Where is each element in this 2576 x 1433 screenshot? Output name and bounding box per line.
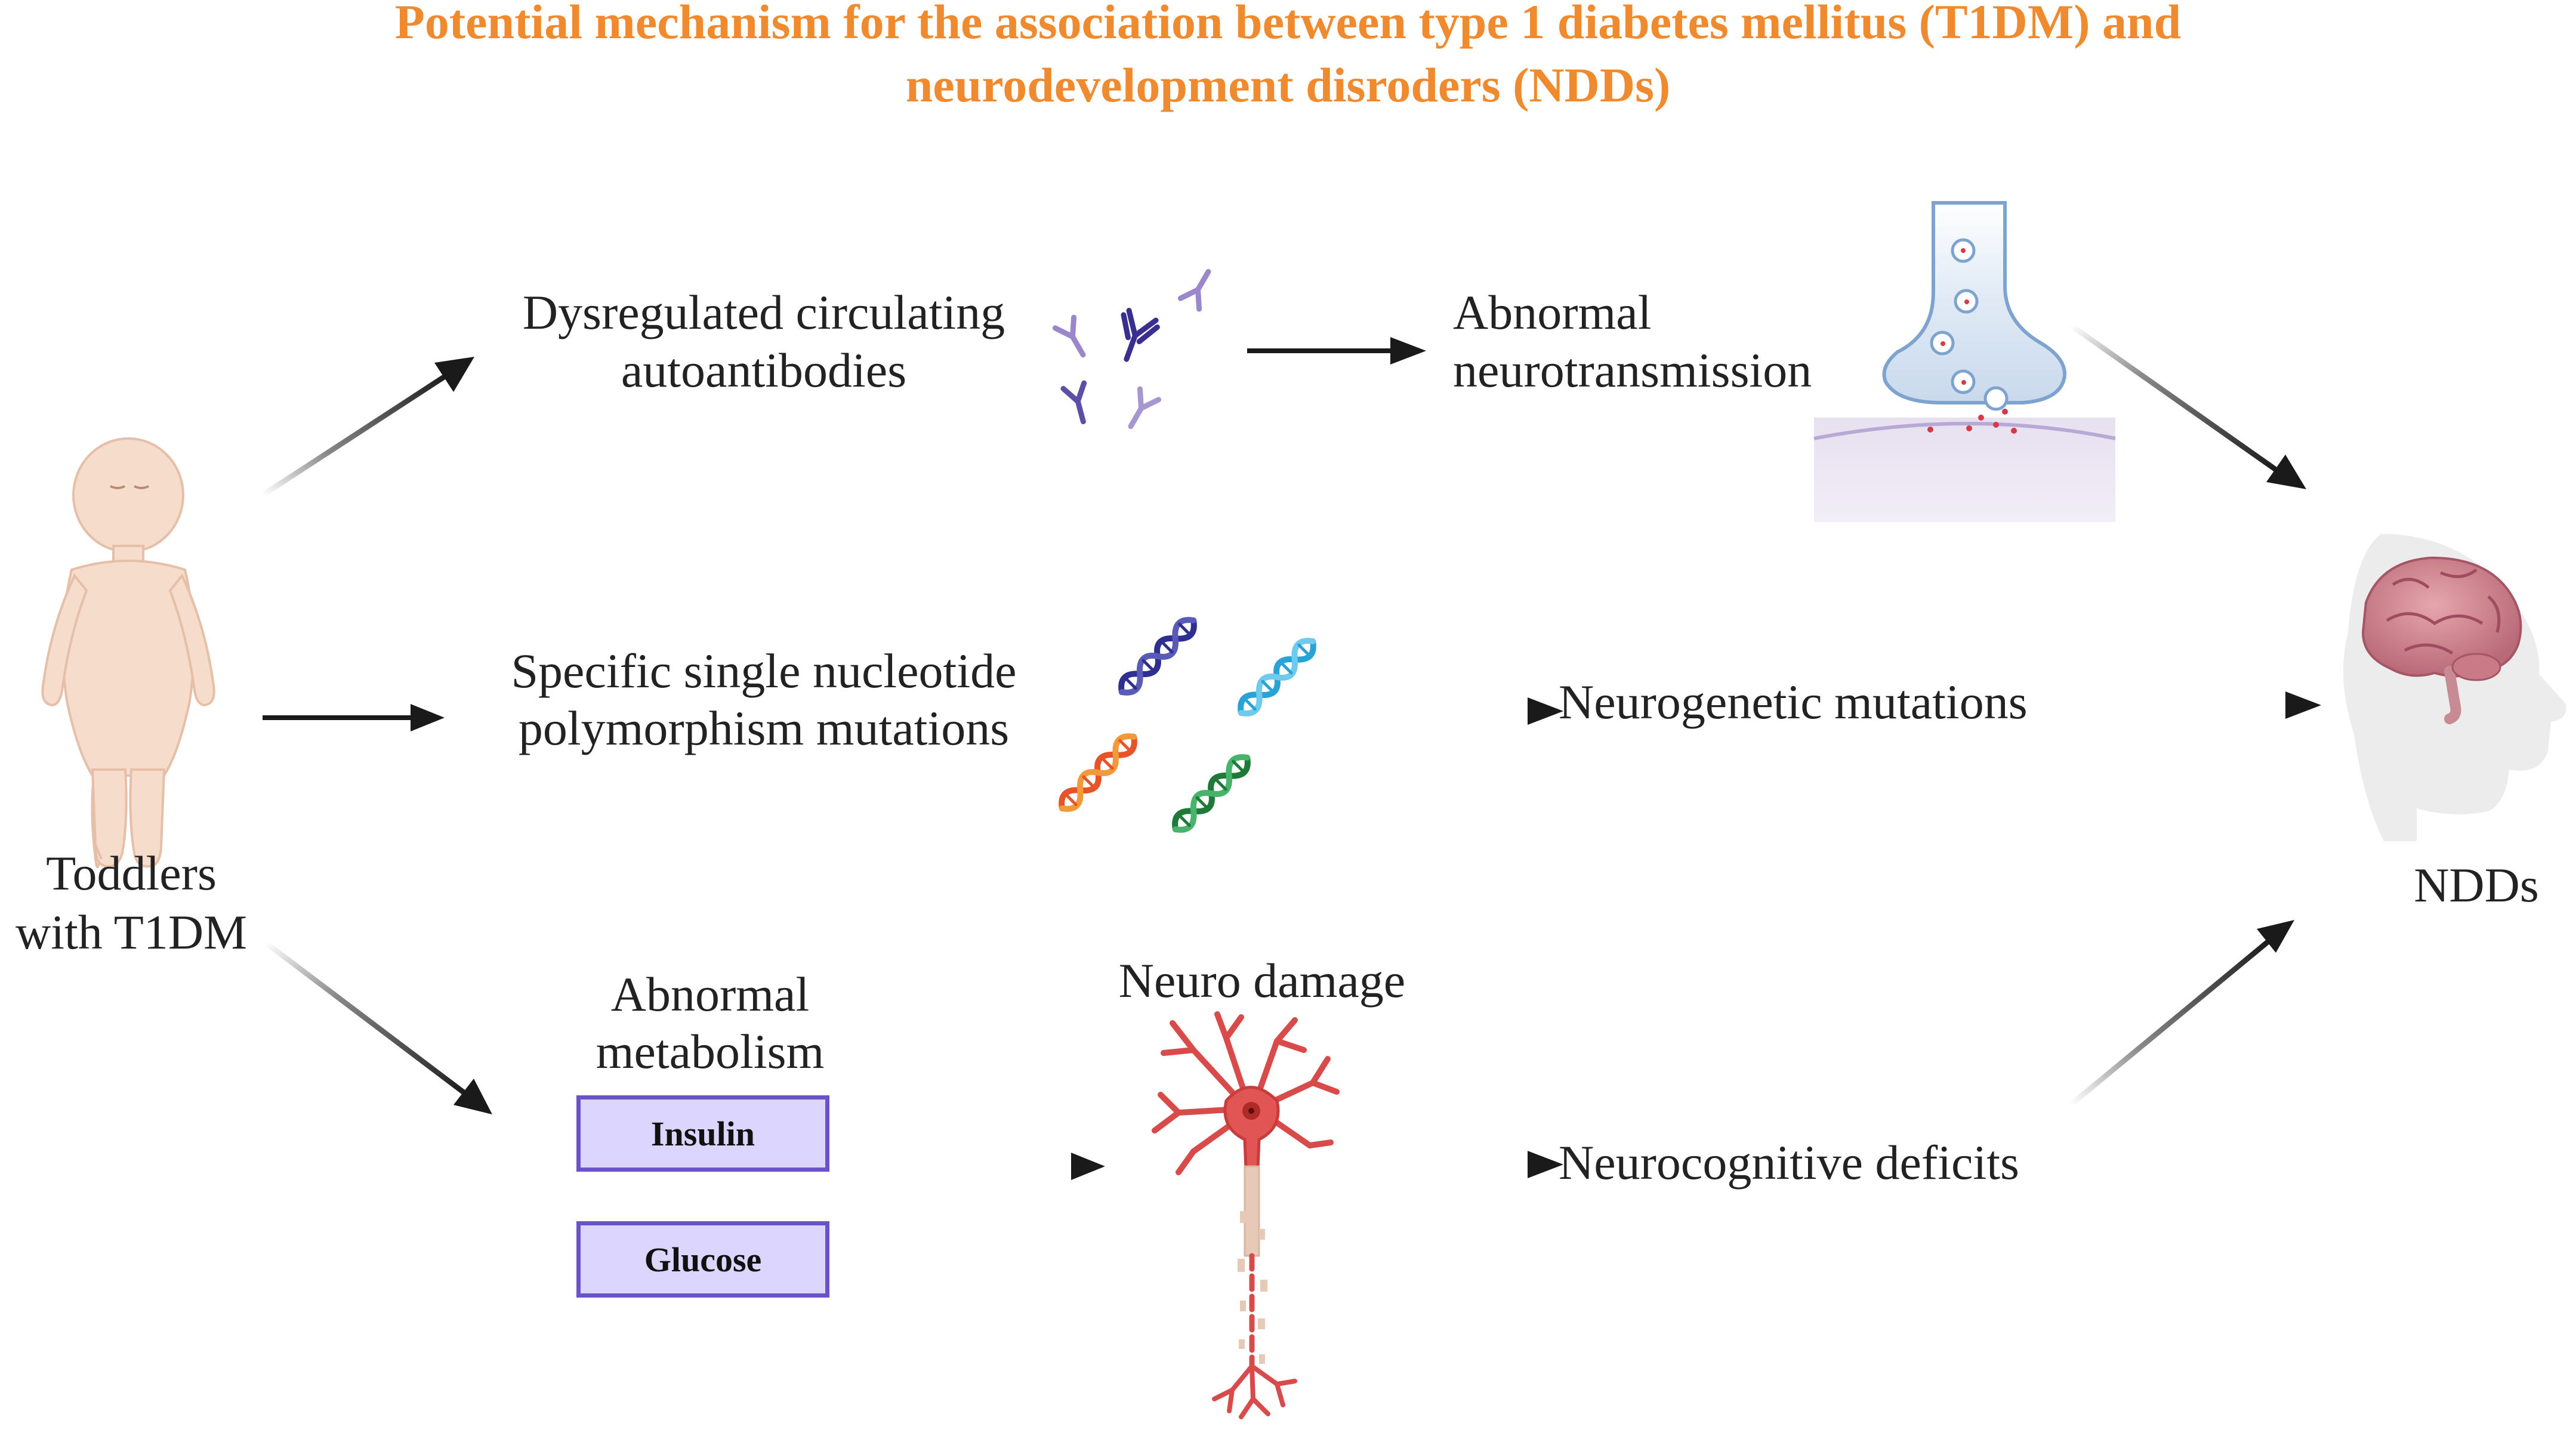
diagram-title-line-2: neurodevelopment disroders (NDDs) xyxy=(905,58,1671,112)
arrow-metabolism-to-neuro-damage xyxy=(922,1153,1105,1180)
neuron-icon xyxy=(1152,1011,1340,1419)
neurogenetic-label: Neurogenetic mutations xyxy=(1559,675,2028,729)
neurocognitive-label: Neurocognitive deficits xyxy=(1559,1135,2019,1190)
autoantibodies-label-line-1: Dysregulated circulating xyxy=(522,285,1005,339)
neurotransmission-label-line-2: neurotransmission xyxy=(1453,343,1812,397)
diagram-title-line-1: Potential mechanism for the association … xyxy=(394,0,2182,49)
metabolism-label-line-1: Abnormal xyxy=(610,967,810,1021)
dna-helix-icon xyxy=(1059,617,1316,833)
neurotransmission-label-line-1: Abnormal xyxy=(1453,285,1652,339)
arrow-neurotransmission-to-ndds xyxy=(2069,323,2306,489)
arrow-dna-to-neurogenetic xyxy=(1366,697,1563,725)
metabolism-label-line-2: metabolism xyxy=(596,1024,825,1079)
autoantibodies-label-line-2: autoantibodies xyxy=(621,343,907,397)
arrow-neuron-to-neurocognitive xyxy=(1366,1151,1563,1178)
arrow-toddler-to-metabolism xyxy=(264,940,492,1114)
glucose-box: Glucose xyxy=(576,1221,829,1298)
toddler-figure-icon xyxy=(41,437,215,869)
arrow-toddler-to-autoantibodies xyxy=(261,357,474,498)
antibody-icon xyxy=(1052,268,1211,430)
source-label-line-1: Toddlers xyxy=(46,846,217,900)
arrow-neurocognitive-to-ndds xyxy=(2069,920,2294,1107)
source-label-line-2: with T1DM xyxy=(15,905,248,959)
neuro-damage-label: Neuro damage xyxy=(1118,953,1406,1008)
insulin-box: Insulin xyxy=(576,1095,829,1172)
head-brain-icon xyxy=(2343,534,2566,841)
arrow-toddler-to-snp xyxy=(263,704,445,731)
snp-label-line-1: Specific single nucleotide xyxy=(511,644,1017,698)
arrow-autoantibodies-to-neurotransmission xyxy=(1247,337,1426,365)
synapse-icon xyxy=(1813,201,2116,522)
arrow-neurogenetic-to-ndds xyxy=(2136,691,2321,719)
snp-label-line-2: polymorphism mutations xyxy=(518,701,1010,755)
ndds-label: NDDs xyxy=(2414,858,2539,912)
